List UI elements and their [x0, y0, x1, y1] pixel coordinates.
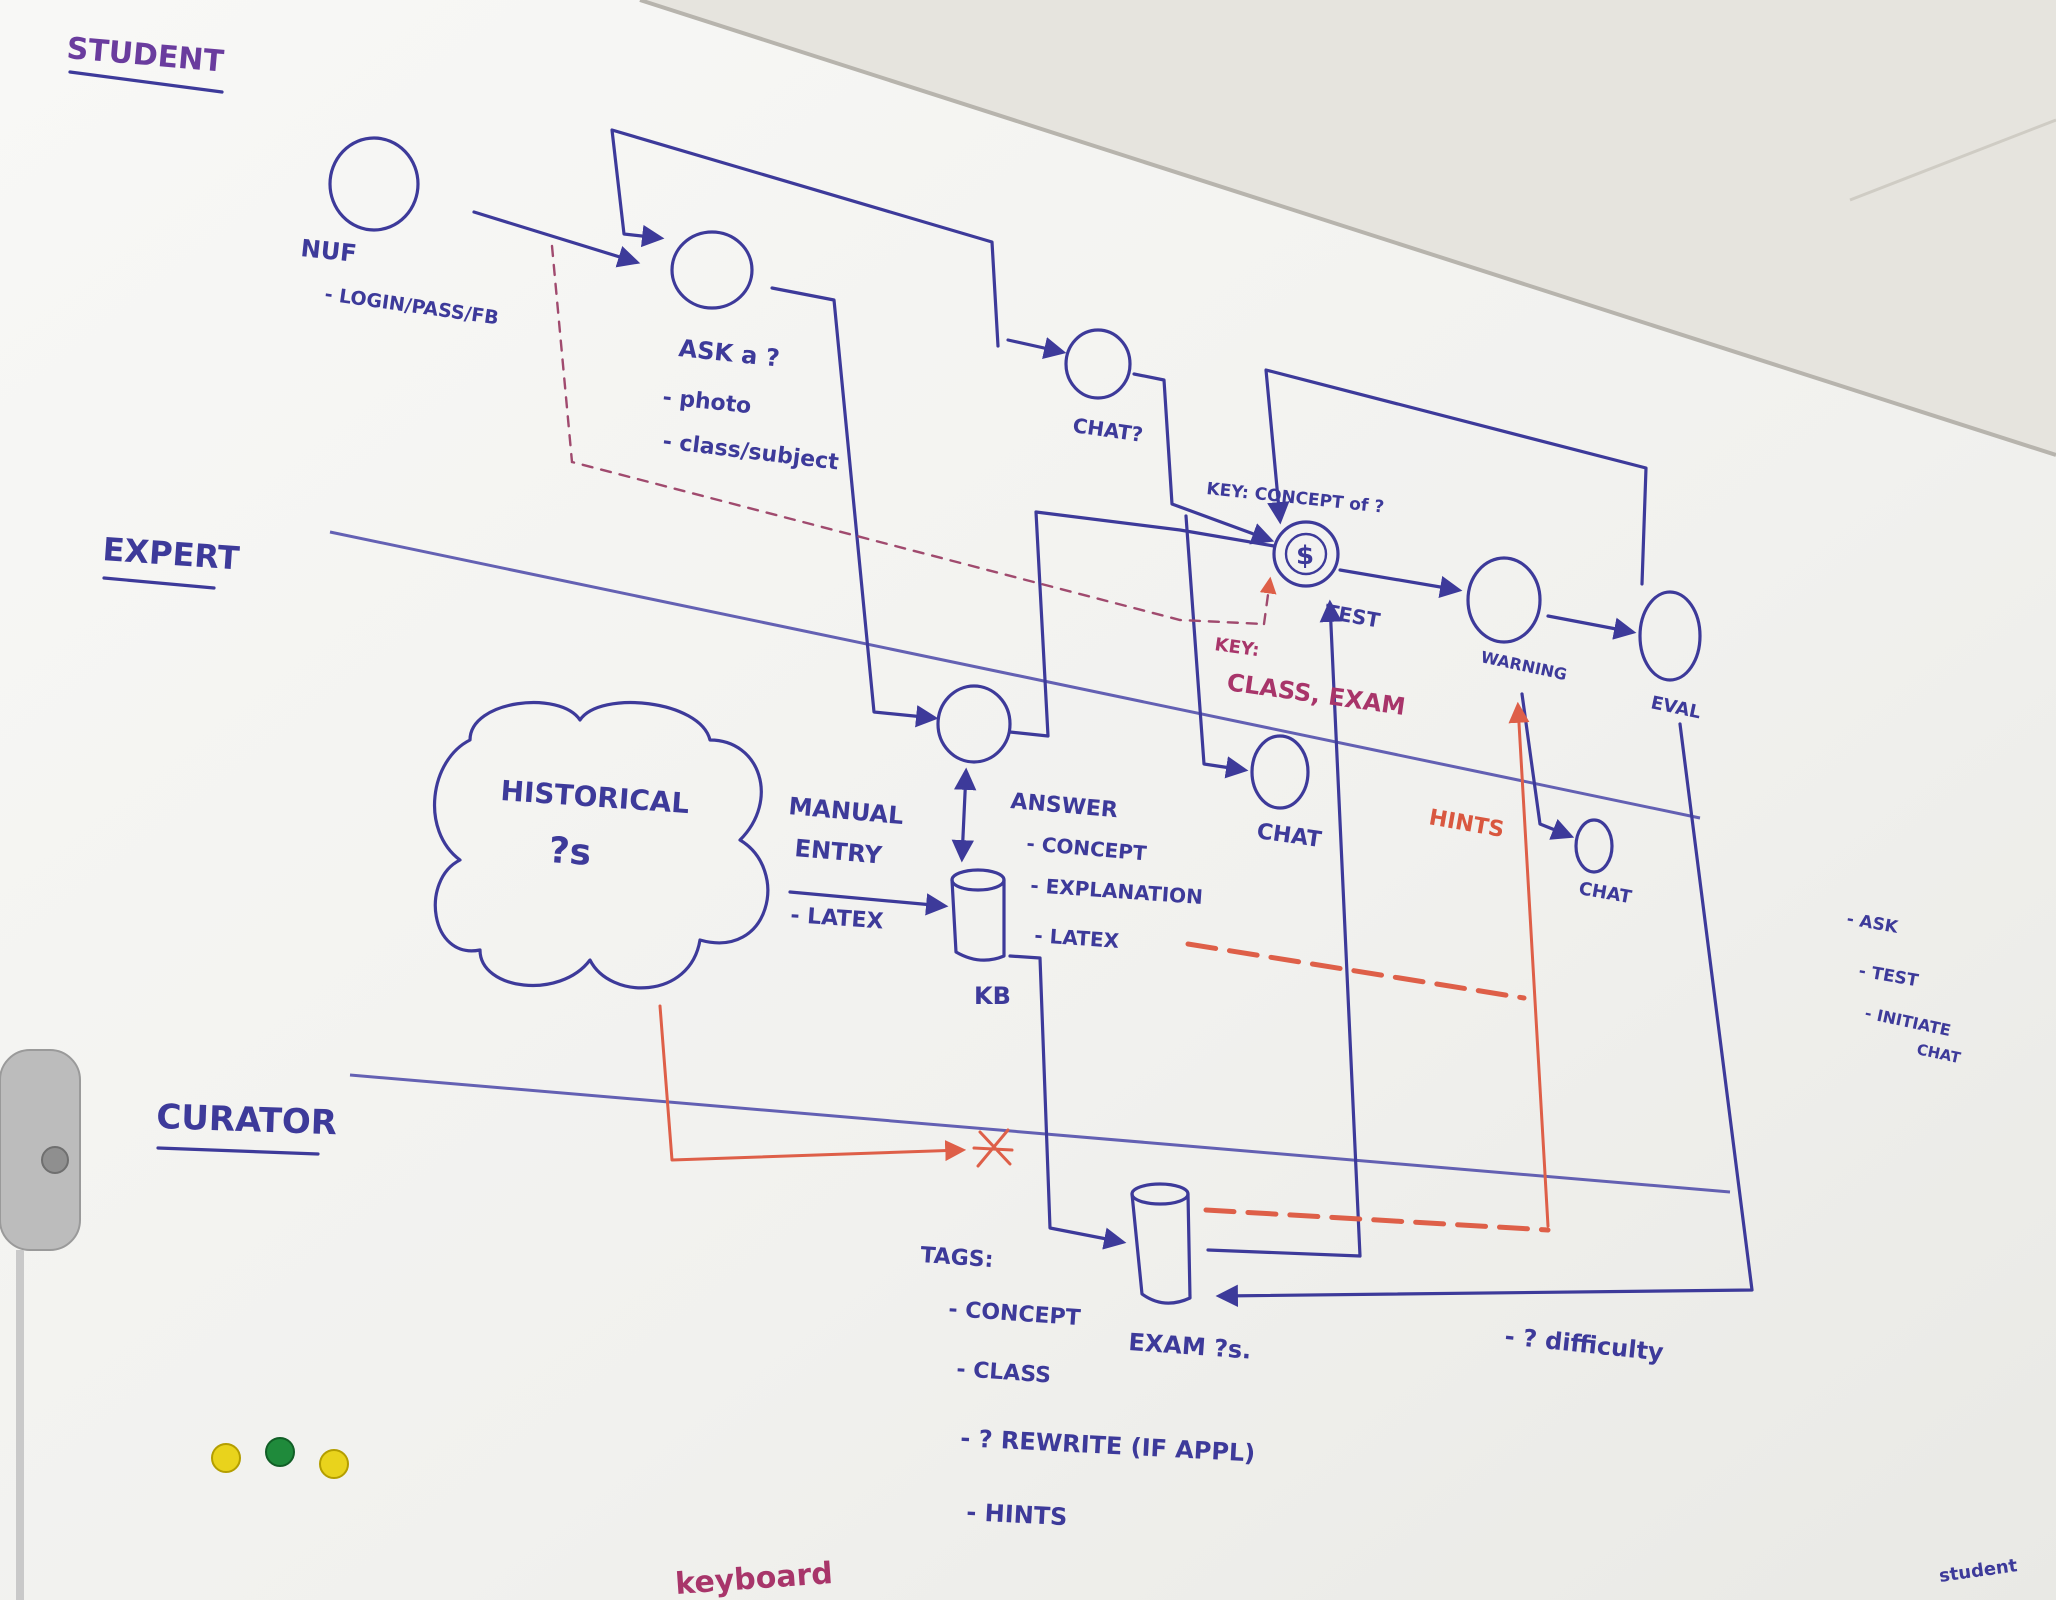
node-exam	[1130, 1182, 1192, 1305]
flow-to-chat-mid	[1184, 514, 1249, 779]
flow-eval-loop	[1264, 368, 1648, 586]
student-underline	[68, 70, 224, 94]
node-kb	[950, 868, 1006, 962]
node-test	[1272, 520, 1340, 588]
flow-kb-to-exam	[1008, 954, 1127, 1250]
node-ask	[670, 230, 754, 310]
flow-exam-to-test	[1206, 599, 1362, 1258]
wall-bracket	[0, 1049, 81, 1251]
expert-underline	[102, 576, 216, 590]
green-magnet-icon	[265, 1437, 295, 1467]
flow-test-to-warning	[1338, 568, 1463, 599]
node-chat-small	[1574, 818, 1614, 874]
flow-nuf-to-ask	[472, 210, 641, 268]
flow-answer-kb	[951, 767, 977, 863]
node-eval	[1638, 590, 1702, 682]
flow-ask-to-answer	[770, 286, 939, 728]
flow-dashed-nuf	[550, 244, 1266, 626]
flow-historical-to-curator	[658, 1004, 967, 1162]
nuf-label: NUF	[299, 234, 358, 268]
node-chat-mid	[1250, 734, 1310, 810]
flow-loop-top	[610, 128, 1000, 348]
lane-label-curator: CURATOR	[156, 1097, 338, 1143]
lane-divider-expert	[329, 530, 1701, 820]
bracket-screw-icon	[41, 1146, 69, 1174]
lane-divider-curator	[349, 1073, 1731, 1194]
flow-hints-vertical	[1508, 701, 1550, 1228]
node-chat-top	[1064, 328, 1132, 400]
node-historical-cloud	[433, 700, 770, 990]
node-test-inner	[1284, 532, 1328, 576]
flow-chat-to-test	[1132, 372, 1275, 545]
flow-warning-to-eval	[1546, 614, 1637, 640]
answer-item: - LATEX	[1034, 923, 1121, 953]
kb-label: KB	[974, 982, 1011, 1010]
flow-dashed-up	[1259, 576, 1277, 626]
tags-title: TAGS:	[920, 1243, 995, 1273]
yellow-magnet-icon	[211, 1443, 241, 1473]
flow-answer-up	[1008, 510, 1276, 738]
node-warning	[1466, 556, 1542, 644]
flow-to-chat-top	[1006, 337, 1067, 360]
tags-item: - HINTS	[966, 1498, 1068, 1531]
whiteboard-frame-edge	[639, 0, 2056, 457]
test-dollar-icon: $	[1296, 541, 1314, 571]
flow-eval-to-exam	[1215, 722, 1754, 1307]
ceiling-edge	[1849, 118, 2056, 202]
node-nuf	[328, 136, 420, 232]
flow-warning-to-chat-small	[1520, 692, 1575, 840]
flow-manual-to-kb	[788, 890, 949, 916]
historical-label: ?s	[547, 830, 592, 874]
curator-star-icon	[972, 1128, 1014, 1168]
yellow-magnet-icon	[319, 1449, 349, 1479]
curator-underline	[156, 1146, 320, 1156]
flow-hints-kb	[1185, 941, 1527, 1001]
flow-hints-exam	[1203, 1207, 1551, 1233]
